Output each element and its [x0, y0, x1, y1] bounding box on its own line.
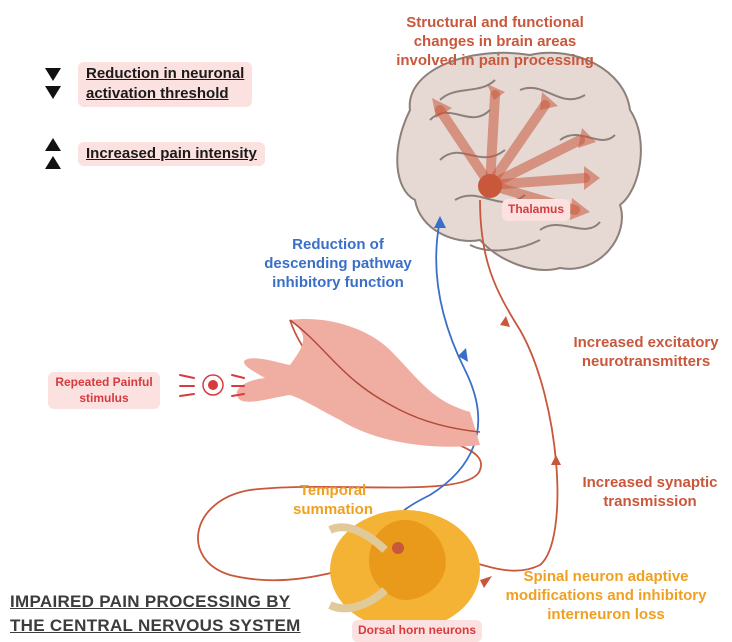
spinal-modifications-label: Spinal neuron adaptive modifications and…	[484, 568, 728, 624]
temporal-line2: summation	[278, 501, 388, 520]
descending-label: Reduction of descending pathway inhibito…	[248, 236, 428, 292]
ascending-arrowhead-2	[500, 316, 510, 327]
brain-changes-label: Structural and functional changes in bra…	[375, 14, 615, 70]
synaptic-line2: transmission	[568, 493, 732, 512]
arm-illustration	[237, 319, 480, 447]
brain-changes-line3: involved in pain processing	[375, 52, 615, 71]
thalamus-node	[478, 174, 502, 198]
legend-threshold-line2: activation threshold	[86, 84, 244, 104]
excitatory-label: Increased excitatory neurotransmitters	[560, 334, 732, 372]
legend-threshold: Reduction in neuronal activation thresho…	[40, 62, 252, 107]
legend-intensity-label: Increased pain intensity	[78, 142, 265, 166]
descending-line2: descending pathway	[248, 255, 428, 274]
excitatory-line1: Increased excitatory	[560, 334, 732, 353]
temporal-summation-label: Temporal summation	[278, 482, 388, 520]
synaptic-line1: Increased synaptic	[568, 474, 732, 493]
legend-threshold-line1: Reduction in neuronal	[86, 64, 244, 84]
spinal-line1: Spinal neuron adaptive	[484, 568, 728, 587]
spinal-line3: interneuron loss	[484, 606, 728, 625]
stimulus-line2: stimulus	[54, 391, 154, 407]
stimulus-line1: Repeated Painful	[54, 375, 154, 391]
thalamus-text: Thalamus	[508, 202, 564, 216]
stimulus-label: Repeated Painful stimulus	[48, 372, 160, 409]
legend-intensity: Increased pain intensity	[40, 136, 265, 172]
page-title-line2: THE CENTRAL NERVOUS SYSTEM	[10, 616, 301, 636]
spinal-line2: modifications and inhibitory	[484, 587, 728, 606]
brain-changes-line1: Structural and functional	[375, 14, 615, 33]
stimulus-illustration	[180, 375, 244, 396]
dorsal-horn-text: Dorsal horn neurons	[358, 623, 476, 637]
ascending-arrowhead-1	[551, 455, 561, 465]
excitatory-line2: neurotransmitters	[560, 353, 732, 372]
double-up-arrow-icon	[40, 136, 66, 172]
legend-threshold-label: Reduction in neuronal activation thresho…	[78, 62, 252, 107]
descending-line1: Reduction of	[248, 236, 428, 255]
page-title-line1: IMPAIRED PAIN PROCESSING BY	[10, 592, 290, 612]
descending-line3: inhibitory function	[248, 274, 428, 293]
spinal-cord-illustration	[330, 510, 480, 630]
thalamus-label: Thalamus	[502, 199, 570, 221]
synaptic-label: Increased synaptic transmission	[568, 474, 732, 512]
dorsal-horn-label: Dorsal horn neurons	[352, 620, 482, 642]
double-down-arrow-icon	[40, 66, 66, 102]
temporal-line1: Temporal	[278, 482, 388, 501]
legend-intensity-line1: Increased pain intensity	[86, 144, 257, 164]
brain-changes-line2: changes in brain areas	[375, 33, 615, 52]
brain-illustration	[397, 53, 641, 270]
